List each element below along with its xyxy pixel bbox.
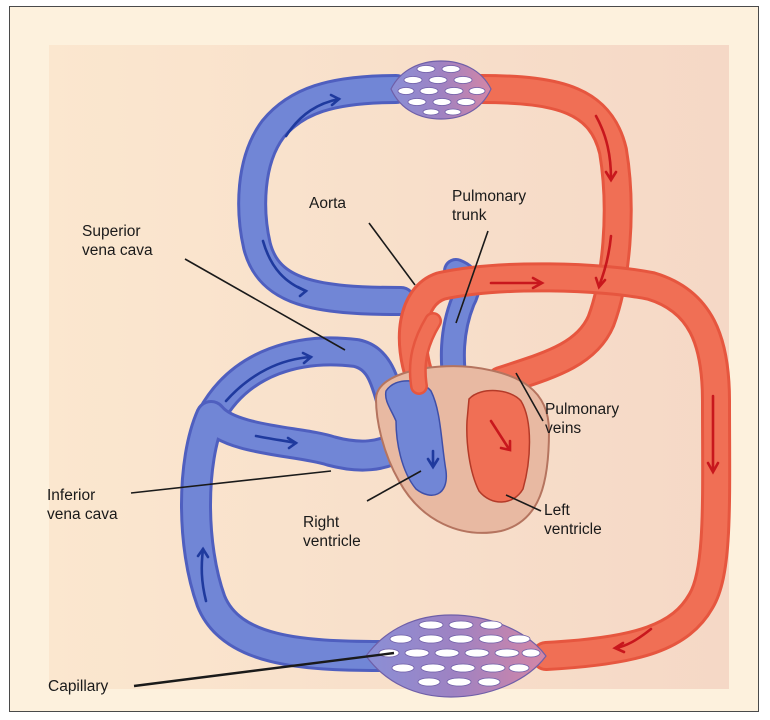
label-left-ventricle-line1: Left bbox=[544, 502, 571, 519]
label-aorta: Aorta bbox=[309, 195, 346, 212]
label-inferior-vena-cava-line1: Inferior bbox=[47, 487, 95, 504]
left-ventricle-chamber bbox=[467, 391, 530, 502]
diagram-frame: Aorta Pulmonary trunk Superior vena cava… bbox=[9, 6, 759, 712]
circulatory-system-diagram: Aorta Pulmonary trunk Superior vena cava… bbox=[10, 7, 758, 711]
label-right-ventricle-line2: ventricle bbox=[303, 533, 361, 550]
label-pulmonary-veins-line2: veins bbox=[545, 420, 581, 437]
label-left-ventricle-line2: ventricle bbox=[544, 521, 602, 538]
label-superior-vena-cava-line1: Superior bbox=[82, 223, 141, 240]
label-superior-vena-cava-line2: vena cava bbox=[82, 242, 153, 259]
label-pulmonary-trunk-line1: Pulmonary bbox=[452, 188, 526, 205]
label-inferior-vena-cava-line2: vena cava bbox=[47, 506, 118, 523]
label-pulmonary-veins-line1: Pulmonary bbox=[545, 401, 619, 418]
label-pulmonary-trunk-line2: trunk bbox=[452, 207, 487, 224]
label-capillary: Capillary bbox=[48, 678, 109, 695]
label-right-ventricle-line1: Right bbox=[303, 514, 340, 531]
